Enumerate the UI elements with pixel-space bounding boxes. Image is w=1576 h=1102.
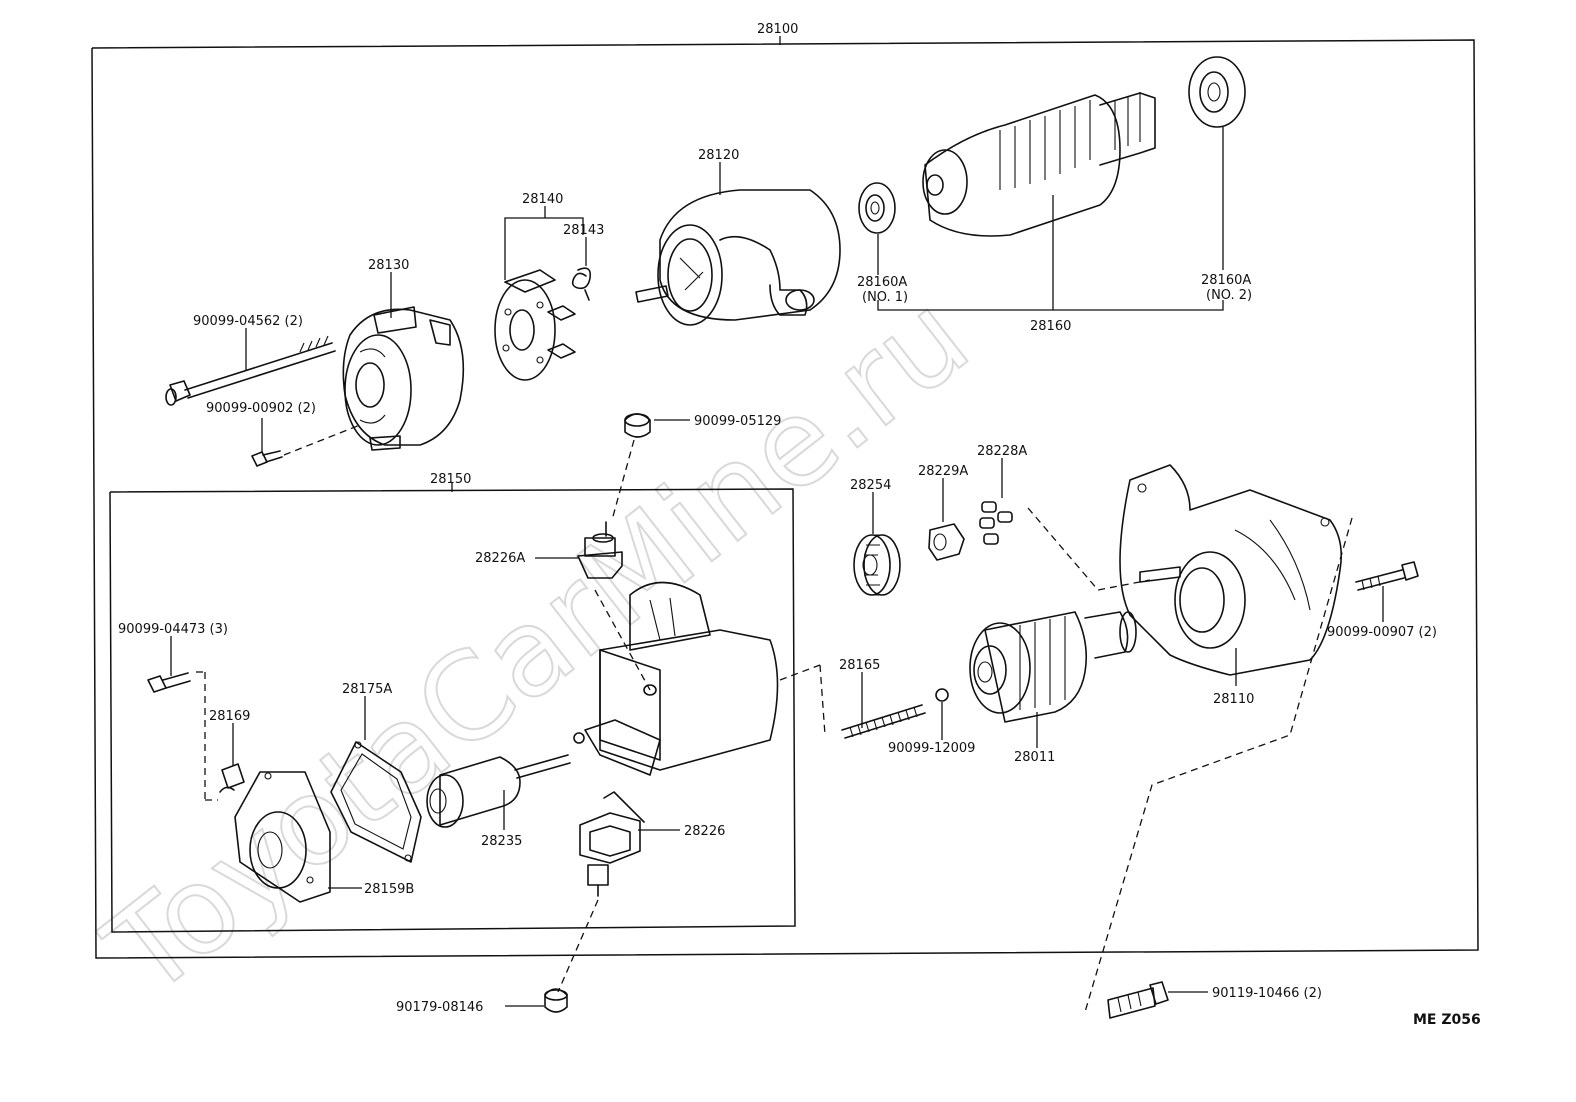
label-90179-08146[interactable]: 90179-08146 bbox=[396, 1000, 483, 1015]
label-90099-05129[interactable]: 90099-05129 bbox=[694, 414, 781, 429]
terminal-cap-part[interactable] bbox=[624, 413, 651, 438]
bearing-no2-part[interactable] bbox=[1188, 56, 1246, 128]
terminal-cap-lower-part[interactable] bbox=[544, 988, 568, 1013]
label-28130[interactable]: 28130 bbox=[368, 258, 409, 273]
bolt-part-00907[interactable] bbox=[1355, 561, 1419, 591]
label-28140[interactable]: 28140 bbox=[522, 192, 563, 207]
label-90099-04562[interactable]: 90099-04562 (2) bbox=[193, 314, 303, 329]
label-28226a[interactable]: 28226A bbox=[475, 551, 525, 566]
armature-part[interactable] bbox=[922, 92, 1156, 237]
through-bolt-part[interactable] bbox=[165, 335, 336, 406]
starter-clutch-part[interactable] bbox=[969, 611, 1137, 723]
label-90099-12009[interactable]: 90099-12009 bbox=[888, 741, 975, 756]
label-28159b[interactable]: 28159B bbox=[364, 882, 414, 897]
label-90099-00907[interactable]: 90099-00907 (2) bbox=[1327, 625, 1437, 640]
magnetic-switch-housing-part[interactable] bbox=[573, 581, 779, 776]
label-90099-04473[interactable]: 90099-04473 (3) bbox=[118, 622, 228, 637]
bolt-part-10466[interactable] bbox=[1107, 981, 1169, 1019]
label-90119-10466[interactable]: 90119-10466 (2) bbox=[1212, 986, 1322, 1001]
label-28160a-no1-sub: (NO. 1) bbox=[862, 290, 908, 305]
steel-ball-part[interactable] bbox=[935, 688, 949, 702]
label-28229a[interactable]: 28229A bbox=[918, 464, 968, 479]
label-28235[interactable]: 28235 bbox=[481, 834, 522, 849]
assembly-frame-28100 bbox=[91, 39, 1479, 959]
label-28143[interactable]: 28143 bbox=[563, 223, 604, 238]
compression-spring-part[interactable] bbox=[841, 704, 926, 739]
label-90099-00902[interactable]: 90099-00902 (2) bbox=[206, 401, 316, 416]
subassembly-frame-28150 bbox=[109, 488, 796, 933]
label-28110[interactable]: 28110 bbox=[1213, 692, 1254, 707]
label-28100[interactable]: 28100 bbox=[757, 22, 798, 37]
bearing-no1-part[interactable] bbox=[858, 182, 896, 234]
brush-spring-part[interactable] bbox=[571, 267, 592, 301]
screw-part-04473[interactable] bbox=[147, 672, 191, 693]
terminal-kit-lower-part[interactable] bbox=[579, 791, 645, 897]
commutator-end-frame-part[interactable] bbox=[342, 306, 465, 451]
yoke-field-coil-part[interactable] bbox=[635, 189, 841, 326]
clip-part[interactable] bbox=[219, 763, 245, 793]
switch-cover-part[interactable] bbox=[234, 771, 331, 903]
label-28175a[interactable]: 28175A bbox=[342, 682, 392, 697]
screw-part-00902[interactable] bbox=[251, 450, 283, 467]
idler-gear-part[interactable] bbox=[853, 534, 901, 596]
label-28228a[interactable]: 28228A bbox=[977, 444, 1027, 459]
bearing-retainer-part[interactable] bbox=[928, 523, 965, 561]
label-28160[interactable]: 28160 bbox=[1030, 319, 1071, 334]
rollers-part[interactable] bbox=[979, 501, 1013, 545]
label-28226[interactable]: 28226 bbox=[684, 824, 725, 839]
starter-housing-part[interactable] bbox=[1119, 464, 1343, 676]
label-28169[interactable]: 28169 bbox=[209, 709, 250, 724]
label-28254[interactable]: 28254 bbox=[850, 478, 891, 493]
watermark: ToyotaCarMine.ru bbox=[81, 268, 993, 1024]
label-28011[interactable]: 28011 bbox=[1014, 750, 1055, 765]
label-28160a-no1[interactable]: 28160A bbox=[857, 275, 907, 290]
gasket-part[interactable] bbox=[330, 741, 422, 863]
label-28120[interactable]: 28120 bbox=[698, 148, 739, 163]
label-28160a-no2[interactable]: 28160A bbox=[1201, 273, 1251, 288]
label-28165[interactable]: 28165 bbox=[839, 658, 880, 673]
label-28160a-no2-sub: (NO. 2) bbox=[1206, 288, 1252, 303]
brush-holder-part[interactable] bbox=[494, 269, 576, 381]
diagram-code: ME Z056 bbox=[1413, 1012, 1481, 1028]
terminal-kit-upper-part[interactable] bbox=[577, 521, 623, 579]
label-28150[interactable]: 28150 bbox=[430, 472, 471, 487]
plunger-part[interactable] bbox=[426, 754, 571, 828]
